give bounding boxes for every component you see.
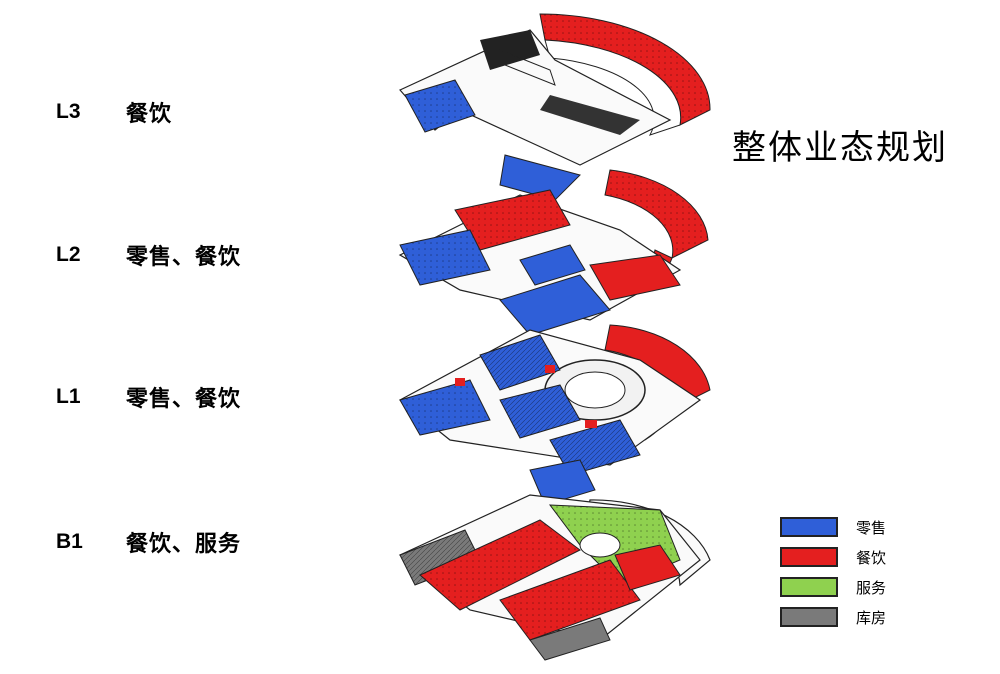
legend-swatch [780,517,838,537]
floor-label-b1: B1 餐饮、服务 [56,525,241,559]
legend-swatch [780,547,838,567]
legend-item: 餐饮 [780,542,886,572]
legend-item: 库房 [780,602,886,632]
plan-l3 [399,13,711,166]
floor-code: L3 [56,100,81,123]
plan-l1 [398,324,711,506]
legend-label: 零售 [856,518,887,537]
floor-label-l1: L1 零售、餐饮 [56,380,241,414]
plan-b1 [398,494,711,661]
legend-label: 餐饮 [856,548,887,567]
legend-item: 服务 [780,572,886,602]
floor-code: L2 [56,243,81,266]
floor-code: L1 [56,385,81,408]
floor-code: B1 [56,530,83,553]
floor-use: 餐饮 [126,102,173,127]
legend-swatch [780,607,838,627]
legend-swatch [780,577,838,597]
floor-use: 零售、餐饮 [126,245,242,270]
floor-use: 餐饮、服务 [126,532,242,557]
legend: 零售 餐饮 服务 库房 [780,512,886,632]
floor-label-l3: L3 餐饮 [56,95,172,129]
plan-l2 [398,154,709,336]
legend-item: 零售 [780,512,886,542]
floor-label-l2: L2 零售、餐饮 [56,238,241,272]
legend-label: 服务 [856,578,887,597]
page-title: 整体业态规划 [732,128,948,168]
floor-use: 零售、餐饮 [126,387,242,412]
legend-label: 库房 [856,608,887,627]
floor-plan-stack [398,13,711,661]
